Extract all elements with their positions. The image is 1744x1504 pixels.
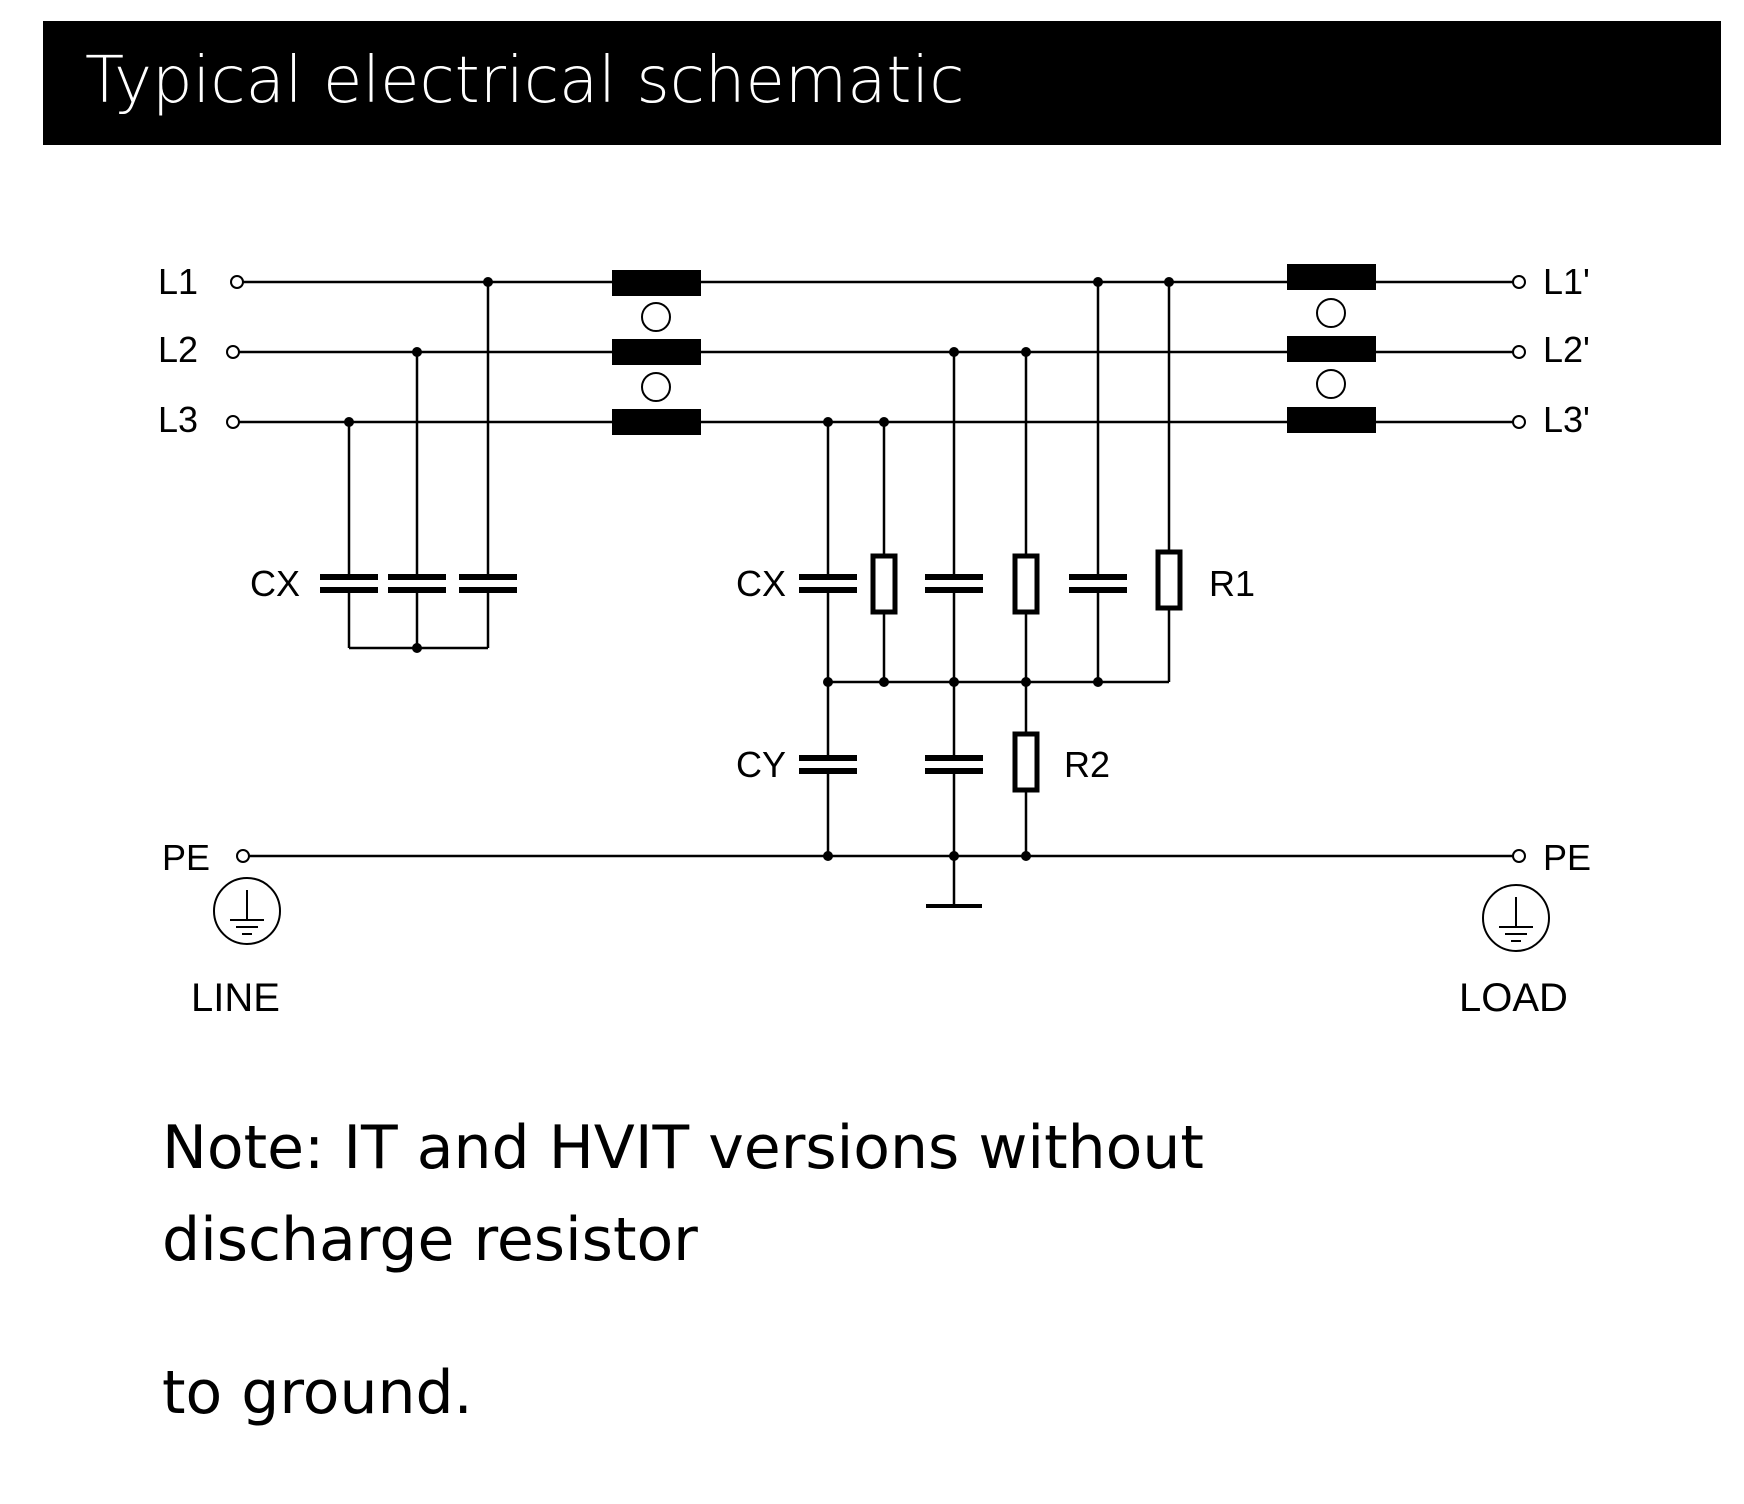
note-line-1: Note: IT and HVIT versions without — [162, 1113, 1204, 1183]
label-pe-out: PE — [1543, 837, 1591, 878]
terminal-l1-in — [230, 275, 244, 289]
terminal-pe-out — [1512, 849, 1526, 863]
label-r1: R1 — [1209, 563, 1255, 604]
terminal-l2-in — [226, 345, 240, 359]
choke-1 — [612, 270, 701, 435]
label-l2-out: L2' — [1543, 329, 1590, 370]
label-cx-right: CX — [736, 563, 786, 604]
label-cy: CY — [736, 744, 786, 785]
cx-bank-left — [320, 277, 517, 653]
page-title: Typical electrical schematic — [85, 44, 965, 118]
label-pe-in: PE — [162, 837, 210, 878]
choke-2 — [1287, 264, 1376, 433]
earth-icon-load — [1482, 884, 1550, 952]
terminal-pe-in — [236, 849, 250, 863]
label-cx-left: CX — [250, 563, 300, 604]
label-l1-out: L1' — [1543, 261, 1590, 302]
terminal-l3-in — [226, 415, 240, 429]
earth-icon-line — [213, 877, 281, 945]
label-l3-in: L3 — [158, 399, 198, 440]
label-l2-in: L2 — [158, 329, 198, 370]
header-bar: Typical electrical schematic — [43, 21, 1721, 145]
filter-network-right — [799, 277, 1183, 908]
label-load-side: LOAD — [1459, 976, 1568, 1020]
note-line-3: to ground. — [162, 1358, 473, 1428]
terminal-l2-out — [1512, 345, 1526, 359]
note-line-2: discharge resistor — [162, 1205, 698, 1275]
terminal-l1-out — [1512, 275, 1526, 289]
label-line-side: LINE — [191, 976, 280, 1020]
label-r2: R2 — [1064, 744, 1110, 785]
terminal-l3-out — [1512, 415, 1526, 429]
label-l3-out: L3' — [1543, 399, 1590, 440]
label-l1-in: L1 — [158, 261, 198, 302]
